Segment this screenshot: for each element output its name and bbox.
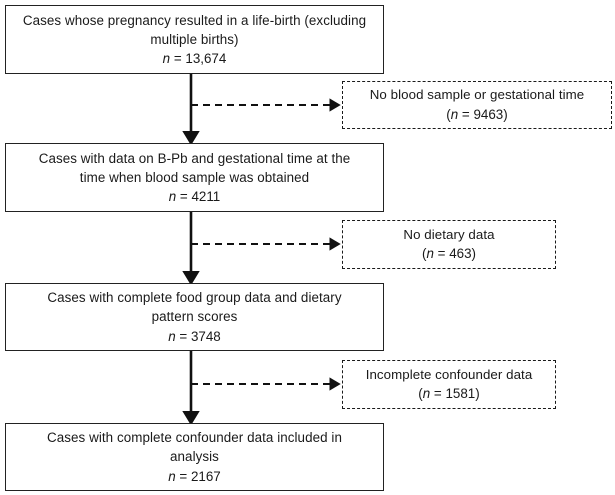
- n-symbol: n: [168, 328, 176, 344]
- node-analysis-line2: analysis: [170, 449, 219, 465]
- node-live-birth-line2: multiple births): [150, 31, 239, 47]
- node-analysis-count: n = 2167: [168, 467, 221, 486]
- n-equals: =: [175, 328, 191, 344]
- paren-close: ): [471, 246, 476, 262]
- node-analysis-line1: Cases with complete confounder data incl…: [47, 430, 342, 446]
- node-live-birth: Cases whose pregnancy resulted in a life…: [5, 5, 384, 74]
- node-bpb-gestational-line2: time when blood sample was obtained: [79, 169, 310, 185]
- n-equals: =: [176, 189, 192, 205]
- node-food-group-count: n = 3748: [168, 327, 221, 346]
- n-value: 3748: [190, 328, 221, 344]
- n-value: 1581: [445, 386, 476, 402]
- n-symbol: n: [422, 386, 431, 402]
- n-value: 463: [449, 246, 472, 262]
- excl-no-dietary: No dietary data (n = 463): [342, 220, 556, 269]
- excl-no-blood-line1: No blood sample or gestational time: [369, 87, 585, 103]
- node-live-birth-count: n = 13,674: [163, 49, 227, 68]
- n-equals: =: [458, 106, 474, 122]
- excl-no-blood: No blood sample or gestational time (n =…: [342, 81, 612, 129]
- excl-no-dietary-count: (n = 463): [422, 244, 476, 263]
- paren-open: (: [422, 246, 427, 262]
- excl-incomplete-confounder-count: (n = 1581): [418, 384, 479, 403]
- paren-close: ): [503, 106, 508, 122]
- n-symbol: n: [162, 51, 171, 67]
- n-equals: =: [433, 246, 450, 262]
- n-value: 9463: [473, 106, 504, 122]
- node-food-group-line1: Cases with complete food group data and …: [47, 290, 342, 306]
- n-value: 2167: [190, 468, 221, 484]
- node-analysis: Cases with complete confounder data incl…: [5, 423, 384, 491]
- paren-close: ): [475, 386, 480, 402]
- excl-no-dietary-line1: No dietary data: [403, 226, 495, 242]
- n-symbol: n: [450, 106, 459, 122]
- n-equals: =: [175, 468, 191, 484]
- node-bpb-gestational-count: n = 4211: [169, 187, 221, 206]
- n-equals: =: [170, 51, 186, 67]
- excl-no-blood-count: (n = 9463): [446, 105, 507, 124]
- excl-incomplete-confounder: Incomplete confounder data (n = 1581): [342, 360, 556, 409]
- n-symbol: n: [168, 468, 176, 484]
- n-value: 13,674: [185, 51, 227, 67]
- node-live-birth-line1: Cases whose pregnancy resulted in a life…: [22, 12, 367, 28]
- n-equals: =: [430, 386, 446, 402]
- n-value: 4211: [191, 189, 221, 205]
- node-food-group-line2: pattern scores: [151, 309, 238, 325]
- node-bpb-gestational: Cases with data on B-Pb and gestational …: [5, 143, 384, 212]
- paren-open: (: [418, 386, 423, 402]
- excl-incomplete-confounder-line1: Incomplete confounder data: [365, 366, 533, 382]
- node-bpb-gestational-line1: Cases with data on B-Pb and gestational …: [38, 150, 351, 166]
- node-food-group: Cases with complete food group data and …: [5, 283, 384, 351]
- n-symbol: n: [426, 246, 434, 262]
- paren-open: (: [446, 106, 451, 122]
- n-symbol: n: [168, 189, 177, 205]
